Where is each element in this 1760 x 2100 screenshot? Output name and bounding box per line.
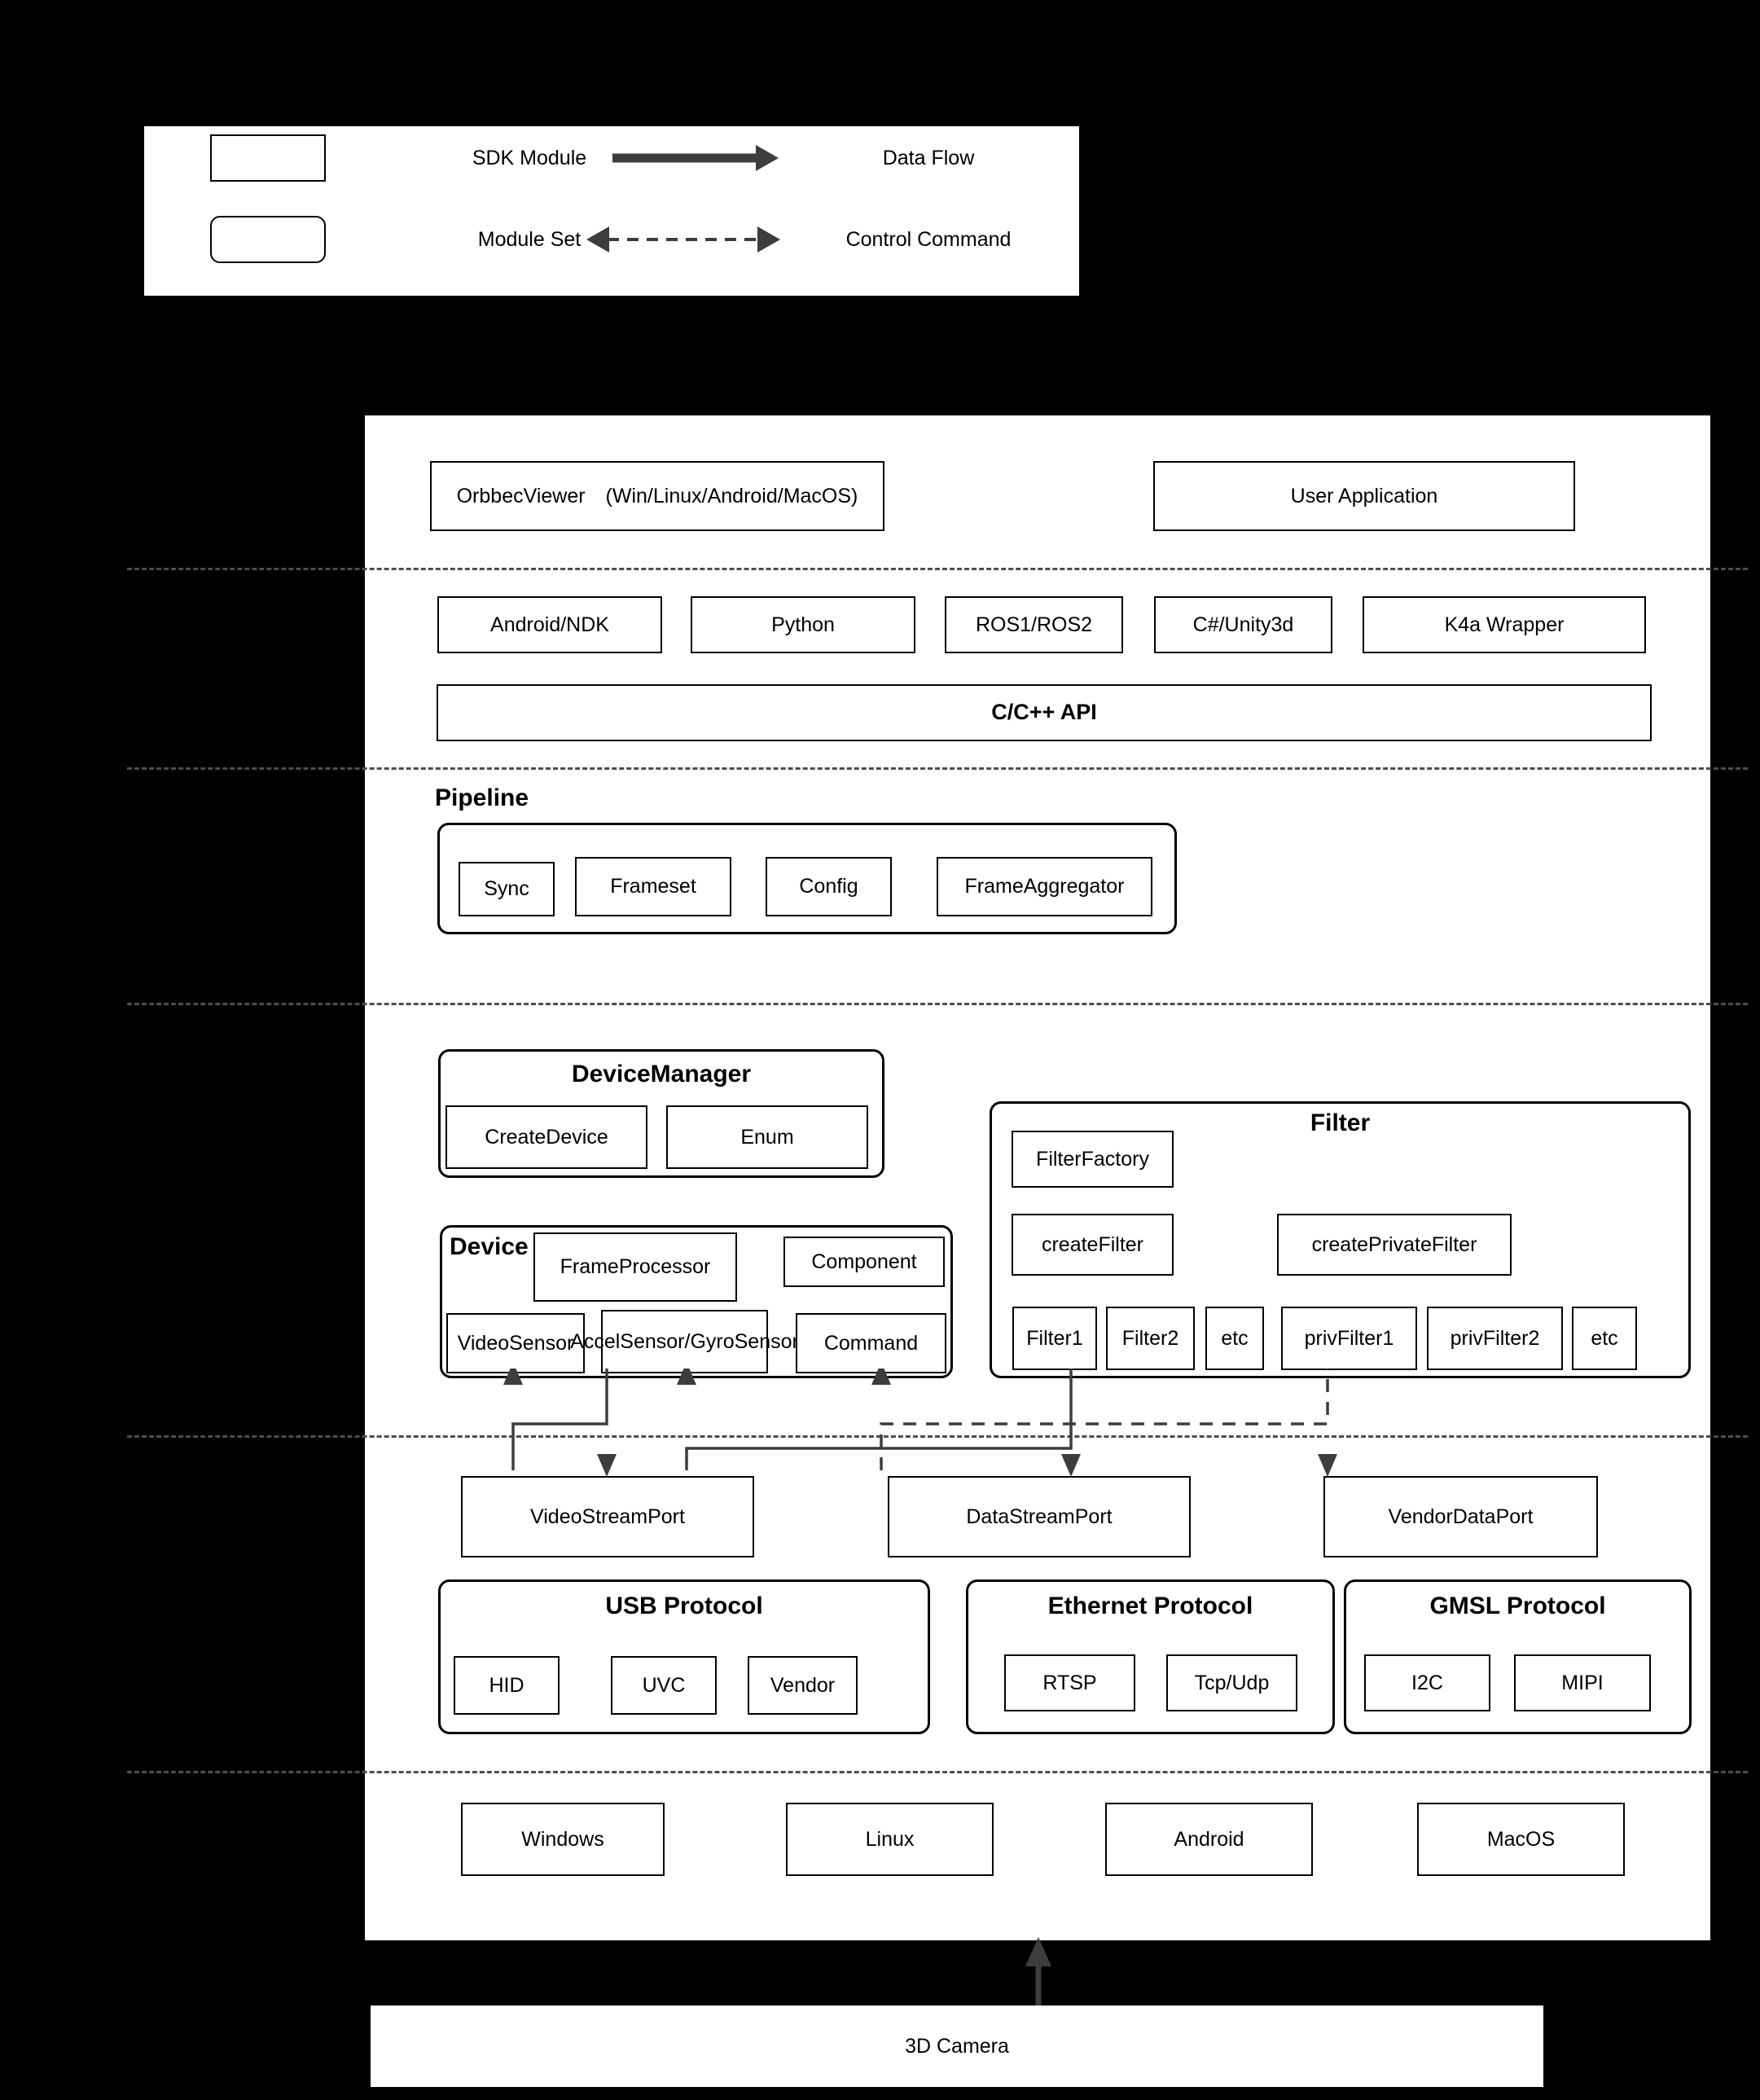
protocol-title-usb: USB Protocol xyxy=(605,1593,763,1619)
filter-box-filter2[interactable]: Filter2 xyxy=(1106,1307,1195,1370)
protocol-box-mipi[interactable]: MIPI xyxy=(1514,1654,1651,1711)
filter-title: Filter xyxy=(1310,1109,1371,1136)
filter-box-etc-2[interactable]: etc xyxy=(1572,1307,1637,1370)
connector-device-to-ports xyxy=(503,1369,1337,1477)
separator-api xyxy=(127,767,1748,770)
protocol-box-uvc[interactable]: UVC xyxy=(611,1656,717,1715)
device-manager-box-createdevice[interactable]: CreateDevice xyxy=(445,1105,647,1169)
filter-box-filter1[interactable]: Filter1 xyxy=(1012,1307,1097,1370)
wrapper-box-k4a-wrapper[interactable]: K4a Wrapper xyxy=(1363,596,1646,653)
filter-box-privfilter2[interactable]: privFilter2 xyxy=(1427,1307,1563,1370)
filter-box-filterfactory[interactable]: FilterFactory xyxy=(1012,1131,1174,1188)
separator-port xyxy=(127,1435,1748,1438)
separator-application xyxy=(127,568,1748,570)
port-box-videostreamport[interactable]: VideoStreamPort xyxy=(461,1476,754,1557)
port-box-datastreamport[interactable]: DataStreamPort xyxy=(888,1476,1191,1557)
pipeline-box-frameset[interactable]: Frameset xyxy=(575,857,731,916)
pipeline-box-frameaggregator[interactable]: FrameAggregator xyxy=(937,857,1152,916)
legend-label-module-set: Module Set xyxy=(477,227,582,251)
api-box-c-cpp[interactable]: C/C++ API xyxy=(437,684,1652,741)
separator-pipeline xyxy=(127,1003,1748,1005)
os-box-macos[interactable]: MacOS xyxy=(1417,1803,1625,1876)
filter-box-createfilter[interactable]: createFilter xyxy=(1012,1214,1174,1276)
device-title: Device xyxy=(450,1233,529,1260)
os-box-linux[interactable]: Linux xyxy=(786,1803,994,1876)
wrapper-box-ros[interactable]: ROS1/ROS2 xyxy=(945,596,1123,653)
legend-swatch-sdk-module xyxy=(210,134,326,182)
pipeline-title: Pipeline xyxy=(435,784,529,811)
app-box-user-application[interactable]: User Application xyxy=(1153,461,1575,531)
legend-arrow-control-command xyxy=(586,226,780,253)
wrapper-box-csharp-unity3d[interactable]: C#/Unity3d xyxy=(1154,596,1332,653)
filter-box-privfilter1[interactable]: privFilter1 xyxy=(1281,1307,1417,1370)
app-box-orbbecviewer[interactable]: OrbbecViewer (Win/Linux/Android/MacOS) xyxy=(430,461,884,531)
filter-box-etc-1[interactable]: etc xyxy=(1205,1307,1264,1370)
protocol-box-i2c[interactable]: I2C xyxy=(1364,1654,1490,1711)
hardware-box-3d-camera[interactable]: 3D Camera xyxy=(371,2006,1543,2087)
protocol-box-hid[interactable]: HID xyxy=(454,1656,560,1715)
protocol-box-tcp-udp[interactable]: Tcp/Udp xyxy=(1166,1654,1297,1711)
protocol-box-vendor[interactable]: Vendor xyxy=(748,1656,858,1715)
filter-box-createprivatefilter[interactable]: createPrivateFilter xyxy=(1277,1214,1512,1276)
device-box-frameprocessor[interactable]: FrameProcessor xyxy=(533,1232,737,1302)
pipeline-box-sync[interactable]: Sync xyxy=(459,862,555,916)
hardware-label: 3D Camera xyxy=(905,2034,1009,2058)
pipeline-box-config[interactable]: Config xyxy=(766,857,892,916)
wrapper-box-android-ndk[interactable]: Android/NDK xyxy=(437,596,662,653)
connector-camera-to-panel xyxy=(1025,1937,1051,2009)
separator-os xyxy=(127,1771,1748,1773)
device-manager-title: DeviceManager xyxy=(571,1061,752,1087)
legend-label-data-flow: Data Flow xyxy=(882,146,975,169)
device-manager-box-enum[interactable]: Enum xyxy=(666,1105,868,1169)
device-box-component[interactable]: Component xyxy=(783,1237,945,1287)
protocol-box-rtsp[interactable]: RTSP xyxy=(1004,1654,1135,1711)
protocol-title-ethernet: Ethernet Protocol xyxy=(1047,1593,1253,1619)
protocol-title-gmsl: GMSL Protocol xyxy=(1429,1593,1606,1619)
wrapper-box-python[interactable]: Python xyxy=(691,596,915,653)
legend-arrow-data-flow xyxy=(612,145,779,171)
device-box-videosensor[interactable]: VideoSensor xyxy=(446,1313,585,1373)
legend-swatch-module-set xyxy=(210,216,326,263)
os-box-windows[interactable]: Windows xyxy=(461,1803,665,1876)
port-box-vendordataport[interactable]: VendorDataPort xyxy=(1323,1476,1598,1557)
legend-label-sdk-module: SDK Module xyxy=(472,146,587,169)
device-box-accel-gyro-sensor[interactable]: AccelSensor/GyroSensor xyxy=(570,1310,799,1373)
os-box-android[interactable]: Android xyxy=(1105,1803,1313,1876)
legend-label-control-command: Control Command xyxy=(845,227,1012,251)
device-box-command[interactable]: Command xyxy=(796,1313,946,1373)
